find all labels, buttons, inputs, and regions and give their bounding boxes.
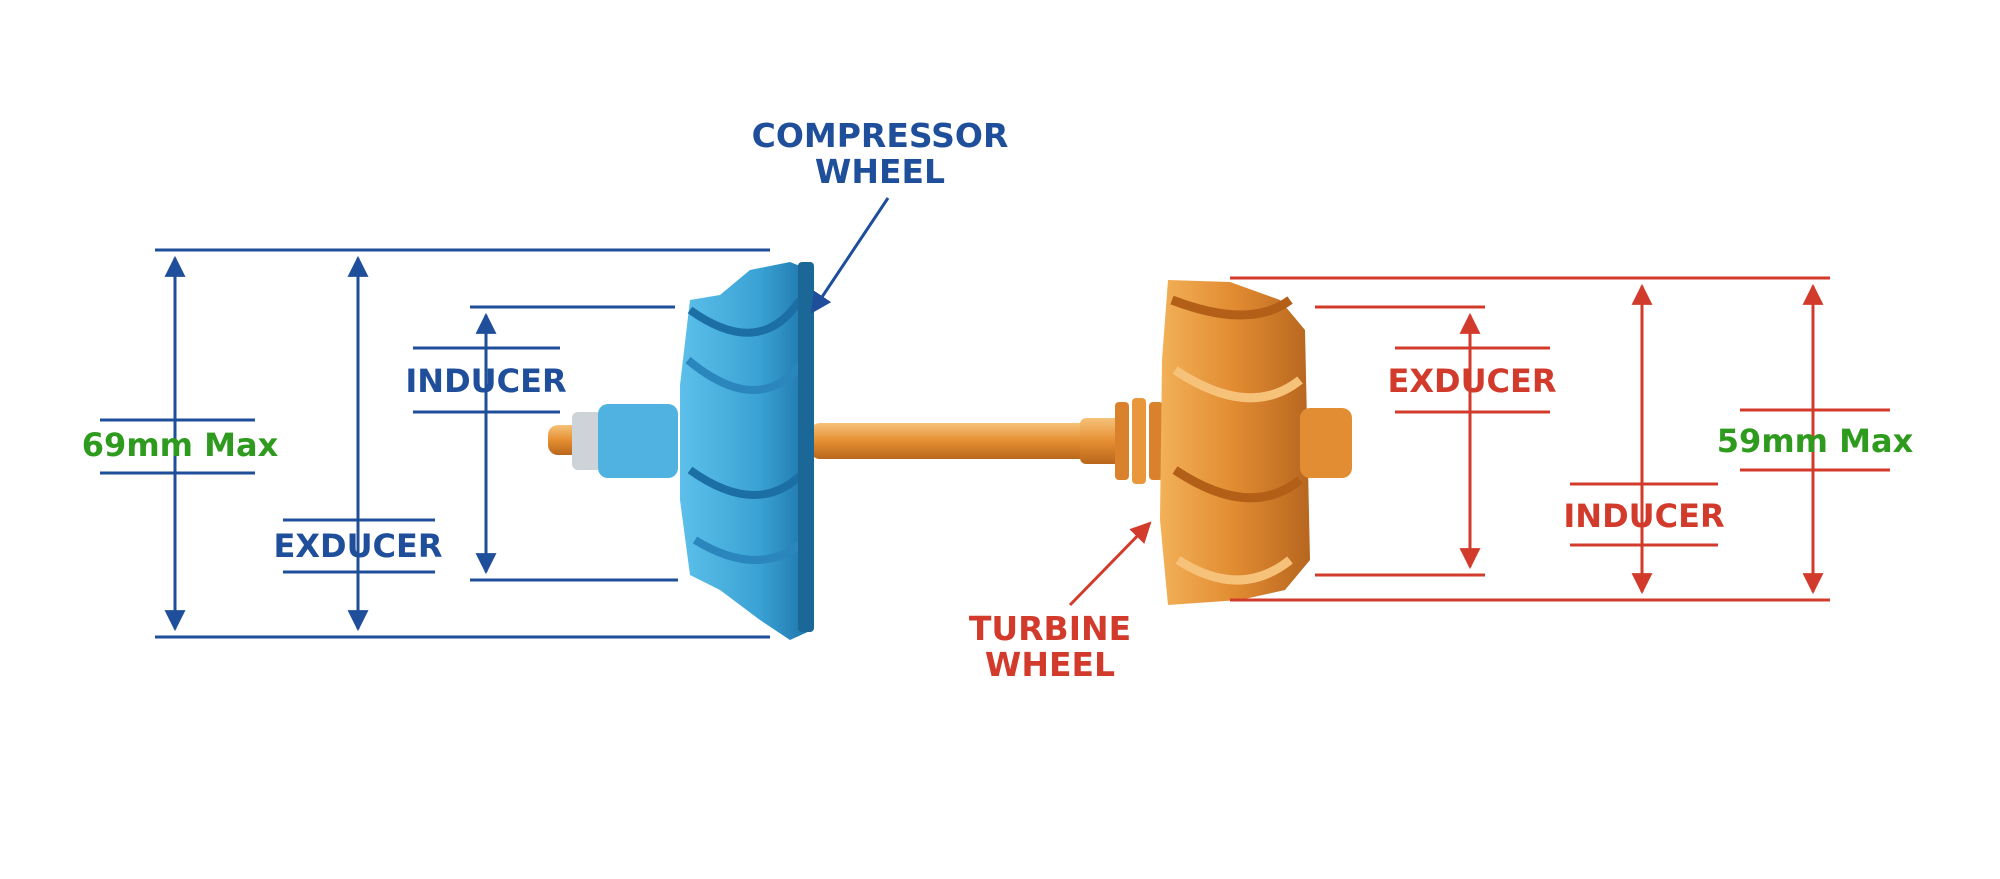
turbine-title-line2: WHEEL [985, 645, 1115, 684]
turbine-inducer-label: INDUCER [1563, 497, 1724, 535]
turbine-wheel-illustration [1160, 280, 1352, 605]
turbine-exducer-label: EXDUCER [1387, 362, 1556, 400]
turbine-dimensions [1068, 276, 1890, 607]
compressor-max-label: 69mm Max [82, 426, 279, 464]
turbine-title-line1: TURBINE [969, 609, 1131, 648]
compressor-wheel-illustration [572, 262, 814, 640]
compressor-inducer-label: INDUCER [405, 362, 566, 400]
turbine-max-label: 59mm Max [1717, 422, 1914, 460]
compressor-title-line2: WHEEL [815, 152, 945, 191]
compressor-title-line1: COMPRESSOR [752, 116, 1009, 155]
compressor-exducer-label: EXDUCER [273, 527, 442, 565]
compressor-dimensions [100, 197, 890, 639]
